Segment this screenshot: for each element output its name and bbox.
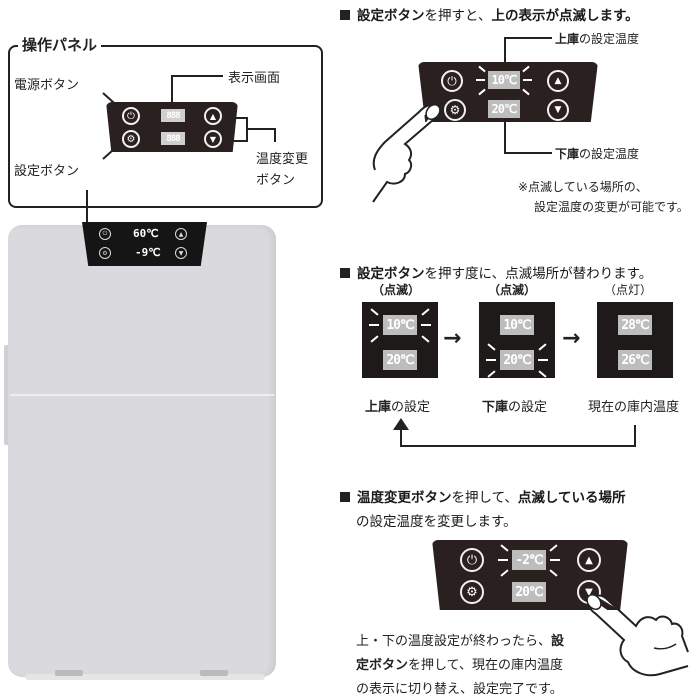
fridge-foot-right [200,670,228,676]
display-label: 表示画面 [228,71,281,86]
note-line-2: 設定温度の変更が可能です。 [534,200,689,214]
s3-gear-icon: ⚙ [460,580,484,604]
leader-lower [504,118,506,154]
s1-power-icon: ⏻ [441,70,463,92]
fridge-shadow [25,674,265,680]
blink-ray [498,559,508,561]
section3-heading-line2: の設定温度を変更します。 [356,514,517,530]
leader-lower-h [504,152,552,154]
step1-lower: 20℃ [383,350,417,370]
upper-setting-label: 上庫の設定温度 [555,32,640,46]
s1-lcd-upper: 10℃ [488,71,520,89]
fridge-door-seam [10,394,274,396]
blink-ray [538,359,548,361]
step2-lower: 20℃ [500,350,534,370]
step1-state: （点滅） [372,283,421,297]
s3-lcd-upper: -2℃ [512,550,546,570]
fridge-gear-icon[interactable]: ⚙ [99,247,111,259]
setting-button-label: 設定ボタン [14,164,80,179]
step2-caption: 下庫の設定 [482,400,548,415]
fridge-down-icon[interactable]: ▼ [175,247,187,259]
step2-upper: 10℃ [500,315,534,335]
section3-body-line1: 上・下の温度設定が終わったら、設 [356,634,565,649]
step1-upper: 10℃ [383,315,417,335]
section3-body-line2: 定ボタンを押して、現在の庫内温度 [356,658,563,673]
gear-icon: ⚙ [122,130,140,148]
blink-ray [421,324,431,326]
fridge-body [8,225,276,677]
step3-upper: 28℃ [618,315,652,335]
leader-upper-h [504,37,552,39]
note-line-1: ※点滅している場所の、 [518,180,648,194]
section3-body-line3: の表示に切り替え、設定完了です。 [356,682,563,697]
operation-panel-box [8,45,323,208]
step3-caption: 現在の庫内温度 [588,400,680,415]
loop-line-bottom [400,445,636,447]
bullet-square [340,492,350,502]
step3-state: （点灯） [604,283,653,297]
blink-ray [550,559,560,561]
temp-change-label-2: ボタン [256,173,296,188]
blink-ray [486,359,496,361]
arrow-right-icon: → [443,326,462,351]
blink-ray [369,324,379,326]
step2-state: （点滅） [488,283,537,297]
arrow-right-icon: → [562,326,581,351]
leader-fridge [86,190,88,225]
blink-ray [523,79,532,81]
s1-lcd-lower: 20℃ [488,100,520,118]
operation-panel-title: 操作パネル [18,34,102,55]
leader-temp-h [246,128,274,130]
s3-power-icon: ⏻ [460,548,484,572]
blink-ray [476,79,485,81]
leader-up [226,117,246,119]
callout-lcd-lower: 888 [161,132,185,145]
arrow-up-icon [393,418,409,430]
s1-gear-icon: ⚙ [444,99,466,121]
bullet-square [340,268,350,278]
loop-line-left [400,428,402,446]
power-icon: ⏻ [122,107,140,125]
callout-lcd-upper: 888 [161,109,185,122]
hand-pointer-icon [372,104,441,203]
power-button-label: 電源ボタン [14,78,80,93]
step3-lower: 26℃ [618,350,652,370]
loop-line-right [634,425,636,447]
s1-down-icon: ▼ [547,99,569,121]
leader-temp-v2 [274,128,276,142]
section1-heading: 設定ボタンを押すと、上の表示が点滅します。 [340,4,639,24]
section3-heading: 温度変更ボタンを押して、点滅している場所 [340,486,626,506]
lower-setting-label: 下庫の設定温度 [555,147,640,161]
s3-lcd-lower: 20℃ [512,582,546,602]
leader-display-v [171,75,173,103]
s3-up-icon: ▲ [577,548,601,572]
section2-heading: 設定ボタンを押す度に、点滅場所が替わります。 [340,262,652,282]
up-arrow-icon: ▲ [204,107,222,125]
fridge-lower-display: -9℃ [135,246,161,259]
s1-up-icon: ▲ [547,70,569,92]
fridge-foot-left [55,670,83,676]
hand-pointer-icon [586,594,689,677]
step1-caption: 上庫の設定 [365,400,431,415]
fridge-upper-display: 60℃ [133,227,159,240]
leader-upper [504,37,506,65]
fridge-up-icon[interactable]: ▲ [175,228,187,240]
down-arrow-icon: ▼ [204,130,222,148]
bullet-square [340,10,350,20]
leader-display-h [171,75,223,77]
leader-down [226,140,246,142]
temp-change-label-1: 温度変更 [256,152,309,167]
fridge-power-icon[interactable]: ⏻ [99,228,111,240]
